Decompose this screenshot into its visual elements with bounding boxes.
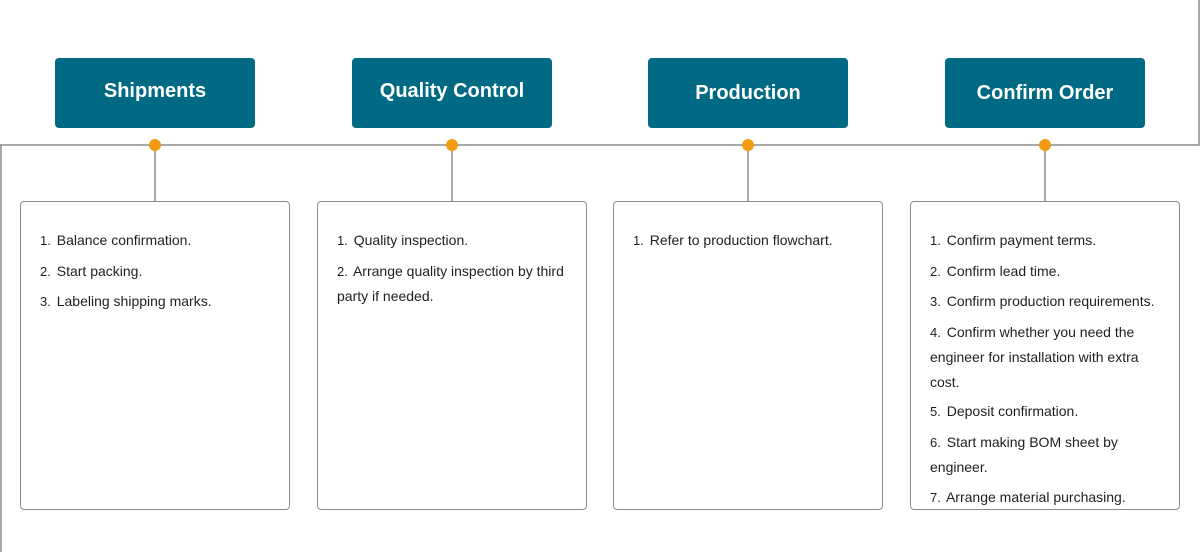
step-number: 3. [930,294,941,309]
milestone-dot-shipments [149,139,161,151]
step-item: 6. Start making BOM sheet by engineer. [930,430,1161,480]
stage-card-shipments: 1. Balance confirmation. 2. Start packin… [20,201,290,510]
step-number: 6. [930,434,941,450]
step-item: 4. Confirm whether you need the engineer… [930,320,1161,395]
milestone-dot-production [742,139,754,151]
milestone-dot-quality-control [446,139,458,151]
step-item: 2. Start packing. [40,259,271,285]
step-number: 1. [40,233,51,248]
step-item: 2. Confirm lead time. [930,259,1161,285]
step-text: Refer to production flowchart. [649,232,833,248]
step-item: 2. Arrange quality inspection by third p… [337,259,568,309]
step-list: 1. Quality inspection. 2. Arrange qualit… [337,228,568,309]
stage-card-production: 1. Refer to production flowchart. [613,201,883,510]
step-text: Balance confirmation. [56,232,192,248]
step-item: 7. Arrange material purchasing. [930,485,1161,511]
step-list: 1. Balance confirmation. 2. Start packin… [40,228,271,315]
stage-header-production: Production [648,58,848,128]
stage-card-quality-control: 1. Quality inspection. 2. Arrange qualit… [317,201,587,510]
step-number: 1. [633,233,644,248]
stage-title: Confirm Order [976,81,1114,104]
stage-title: Quality Control [379,80,525,102]
step-number: 1. [930,233,941,248]
step-text: Deposit confirmation. [946,403,1079,419]
step-number: 2. [337,263,348,279]
step-text: Confirm production requirements. [946,293,1155,309]
step-number: 4. [930,324,941,340]
step-text: Confirm payment terms. [946,232,1097,248]
step-text: Confirm lead time. [946,262,1061,279]
step-item: 1. Quality inspection. [337,228,568,254]
stage-title: Shipments [103,80,207,102]
step-text: Start making BOM sheet by engineer. [930,433,1118,476]
step-text: Start packing. [56,262,143,279]
step-number: 2. [930,263,941,279]
stage-card-confirm-order: 1. Confirm payment terms. 2. Confirm lea… [910,201,1180,510]
step-text: Labeling shipping marks. [56,293,212,309]
step-number: 7. [930,489,941,505]
timeline-line [0,0,1200,146]
step-text: Arrange material purchasing. [945,488,1126,505]
step-number: 5. [930,404,941,419]
stage-header-quality-control: Quality Control [352,58,552,128]
step-item: 3. Labeling shipping marks. [40,289,271,315]
step-text: Arrange quality inspection by third part… [337,262,564,305]
step-item: 1. Confirm payment terms. [930,228,1161,254]
stage-header-confirm-order: Confirm Order [945,58,1145,128]
step-text: Quality inspection. [353,232,469,248]
step-item: 1. Refer to production flowchart. [633,228,864,254]
step-number: 1. [337,233,348,248]
step-number: 3. [40,294,51,309]
step-text: Confirm whether you need the engineer fo… [930,323,1139,390]
step-list: 1. Confirm payment terms. 2. Confirm lea… [930,228,1161,510]
step-item: 3. Confirm production requirements. [930,289,1161,315]
step-list: 1. Refer to production flowchart. [633,228,864,254]
stage-title: Production [695,81,801,104]
step-number: 2. [40,263,51,279]
step-item: 5. Deposit confirmation. [930,399,1161,425]
stage-header-shipments: Shipments [55,58,255,128]
milestone-dot-confirm-order [1039,139,1051,151]
step-item: 1. Balance confirmation. [40,228,271,254]
